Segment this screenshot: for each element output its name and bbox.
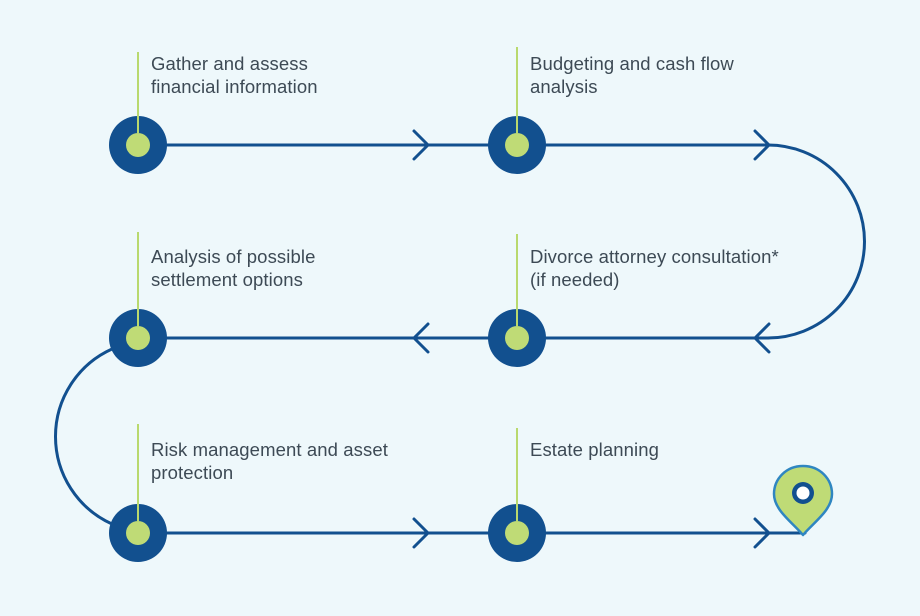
chevron-arrow-icon (412, 129, 430, 161)
path-curve-left (54, 347, 114, 526)
step-5-title-line-1: Risk management and asset (151, 439, 388, 460)
chevron-arrow-icon (753, 517, 771, 549)
step-3-label: Divorce attorney consultation* (if neede… (530, 245, 779, 291)
path-curve-right (766, 143, 866, 340)
step-3-title-line-2: (if needed) (530, 269, 620, 290)
step-6-title-line-1: Estate planning (530, 439, 660, 460)
step-2-title-line-1: Budgeting and cash flow (530, 53, 734, 74)
step-2-node (488, 116, 546, 174)
step-5-node (109, 504, 167, 562)
step-1-node (109, 116, 167, 174)
chevron-arrow-icon (412, 517, 430, 549)
step-4-label: Analysis of possible settlement options (151, 245, 315, 291)
step-1-label: Gather and assess financial information (151, 52, 318, 98)
chevron-arrow-icon (753, 129, 771, 161)
chevron-arrow-icon (753, 322, 771, 354)
step-1-title-line-1: Gather and assess (151, 53, 308, 74)
step-5-title-line-2: protection (151, 462, 234, 483)
step-6-label: Estate planning (530, 438, 659, 461)
step-3-node (488, 309, 546, 367)
step-5-label: Risk management and asset protection (151, 438, 388, 484)
step-4-title-line-2: settlement options (151, 269, 303, 290)
step-3-title-line-1: Divorce attorney consultation* (530, 246, 779, 267)
step-6-node (488, 504, 546, 562)
step-4-title-line-1: Analysis of possible (151, 246, 316, 267)
chevron-arrow-icon (412, 322, 430, 354)
map-pin-icon (772, 464, 834, 537)
step-1-title-line-2: financial information (151, 76, 318, 97)
step-2-label: Budgeting and cash flow analysis (530, 52, 734, 98)
step-2-title-line-2: analysis (530, 76, 598, 97)
step-4-node (109, 309, 167, 367)
